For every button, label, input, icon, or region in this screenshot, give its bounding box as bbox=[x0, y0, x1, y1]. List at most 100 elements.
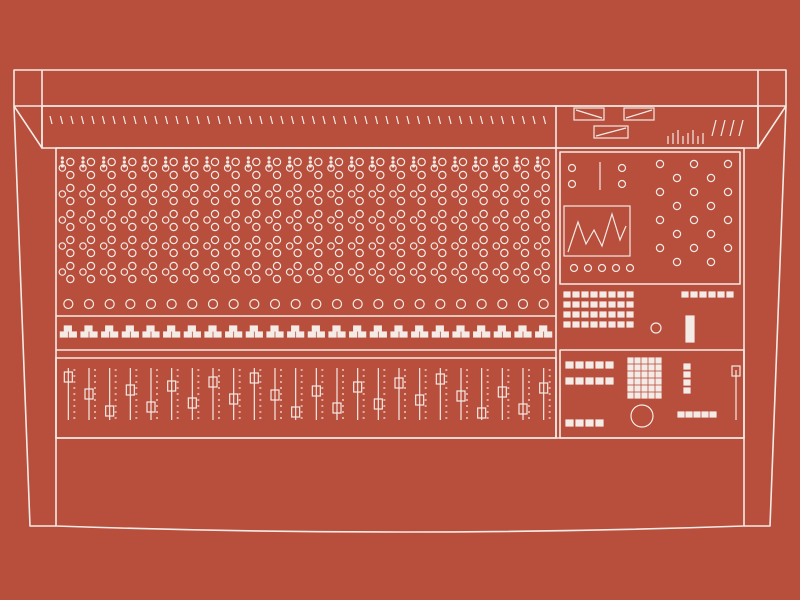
channel-knob-icon bbox=[334, 248, 344, 258]
master-button bbox=[626, 301, 634, 308]
channel-knob-icon bbox=[107, 209, 116, 219]
channel-knob-icon bbox=[272, 235, 282, 245]
channel-knob-icon bbox=[141, 242, 149, 250]
master-button bbox=[572, 291, 580, 298]
channel-knob-icon bbox=[293, 248, 302, 258]
channel-knob-icon bbox=[252, 248, 261, 258]
channel-knob-icon bbox=[458, 183, 468, 193]
master-knob-icon bbox=[650, 322, 662, 334]
master-button bbox=[626, 291, 634, 298]
master-button bbox=[617, 311, 625, 318]
channel-button bbox=[245, 331, 254, 338]
channel-knob-icon bbox=[86, 261, 96, 271]
armrest bbox=[55, 438, 745, 533]
keypad-key bbox=[648, 378, 655, 385]
channel-knob-icon bbox=[190, 183, 199, 193]
channel-knob-icon bbox=[272, 261, 282, 271]
channel-knob-icon bbox=[520, 261, 530, 271]
channel-knob-icon bbox=[355, 222, 364, 232]
channel-knob-icon bbox=[293, 196, 302, 206]
channel-knob-icon bbox=[376, 170, 385, 180]
master-knob-icon bbox=[672, 229, 682, 239]
bridge-meter-tick bbox=[448, 115, 452, 125]
keypad-key bbox=[655, 371, 662, 378]
channel-knob-icon bbox=[223, 190, 232, 198]
channel-knob-icon bbox=[314, 196, 323, 206]
channel-knob-icon bbox=[210, 209, 220, 219]
channel-knob-icon bbox=[314, 170, 323, 180]
meter-bridge bbox=[13, 69, 787, 107]
keypad-key bbox=[627, 357, 634, 364]
bridge-meter-tick bbox=[227, 115, 232, 125]
led-dot bbox=[308, 160, 312, 164]
led-dot bbox=[288, 156, 292, 160]
channel-knob-icon bbox=[409, 190, 418, 198]
channel-knob-icon bbox=[161, 190, 170, 198]
channel-knob-icon bbox=[169, 248, 178, 258]
channel-button bbox=[373, 325, 382, 332]
channel-knob-icon bbox=[210, 235, 220, 245]
bridge-meter-tick bbox=[511, 115, 515, 125]
channel-button bbox=[84, 325, 93, 332]
bridge-meter-tick bbox=[91, 115, 95, 125]
keypad-key bbox=[641, 378, 648, 385]
bridge-meter-tick bbox=[490, 115, 494, 125]
gain-knob-icon bbox=[269, 298, 281, 310]
channel-knob-icon bbox=[231, 170, 240, 180]
led-dot bbox=[453, 160, 457, 164]
channel-knob-icon bbox=[451, 268, 459, 276]
led-dot bbox=[122, 156, 126, 160]
channel-knob-icon bbox=[417, 170, 426, 180]
master-button bbox=[563, 311, 571, 318]
fader-bay bbox=[55, 357, 557, 439]
channel-knob-icon bbox=[396, 183, 406, 193]
channel-button bbox=[523, 331, 532, 338]
gain-knob-icon bbox=[63, 298, 74, 310]
channel-knob-icon bbox=[169, 170, 178, 180]
led-dot bbox=[81, 160, 85, 164]
channel-knob-icon bbox=[347, 164, 356, 172]
channel-button bbox=[287, 331, 296, 338]
channel-button bbox=[266, 331, 275, 338]
channel-knob-icon bbox=[231, 261, 240, 271]
channel-knob-icon bbox=[368, 190, 377, 198]
channel-knob-icon bbox=[500, 235, 509, 245]
channel-button bbox=[275, 331, 284, 338]
channel-knob-icon bbox=[252, 196, 261, 206]
led-dot bbox=[102, 160, 106, 164]
bridge-meter-tick bbox=[353, 115, 358, 125]
channel-knob-icon bbox=[210, 183, 220, 193]
gain-knob-icon bbox=[538, 298, 549, 310]
channel-knob-icon bbox=[203, 164, 211, 172]
channel-knob-icon bbox=[99, 164, 108, 172]
channel-knob-icon bbox=[190, 222, 199, 232]
bridge-meter-tick bbox=[122, 115, 127, 125]
channel-knob-icon bbox=[148, 235, 158, 245]
channel-knob-icon bbox=[148, 183, 158, 193]
channel-knob-icon bbox=[458, 196, 468, 206]
keypad-key bbox=[655, 357, 662, 364]
channel-knob-icon bbox=[272, 248, 282, 258]
bridge-meter-tick bbox=[343, 115, 347, 125]
fader-cap bbox=[311, 385, 321, 397]
channel-knob-icon bbox=[190, 170, 199, 180]
channel-knob-icon bbox=[314, 235, 323, 245]
bridge-meter-tick bbox=[374, 115, 379, 125]
channel-button bbox=[89, 331, 98, 338]
channel-knob-icon bbox=[128, 235, 137, 245]
bridge-meter-tick bbox=[395, 115, 400, 125]
master-button bbox=[599, 291, 607, 298]
keypad-key bbox=[634, 364, 641, 371]
channel-knob-icon bbox=[107, 248, 116, 258]
channel-knob-icon bbox=[148, 248, 158, 258]
channel-knob-icon bbox=[458, 157, 468, 167]
left-side-wing bbox=[13, 105, 56, 527]
channel-knob-icon bbox=[396, 222, 406, 232]
led-dot bbox=[453, 156, 457, 160]
bridge-meter-tick bbox=[196, 115, 200, 125]
channel-knob-icon bbox=[438, 196, 447, 206]
channel-knob-icon bbox=[272, 209, 282, 219]
channel-knob-icon bbox=[148, 157, 158, 167]
bridge-meter-tick bbox=[720, 119, 726, 137]
channel-knob-icon bbox=[293, 170, 302, 180]
